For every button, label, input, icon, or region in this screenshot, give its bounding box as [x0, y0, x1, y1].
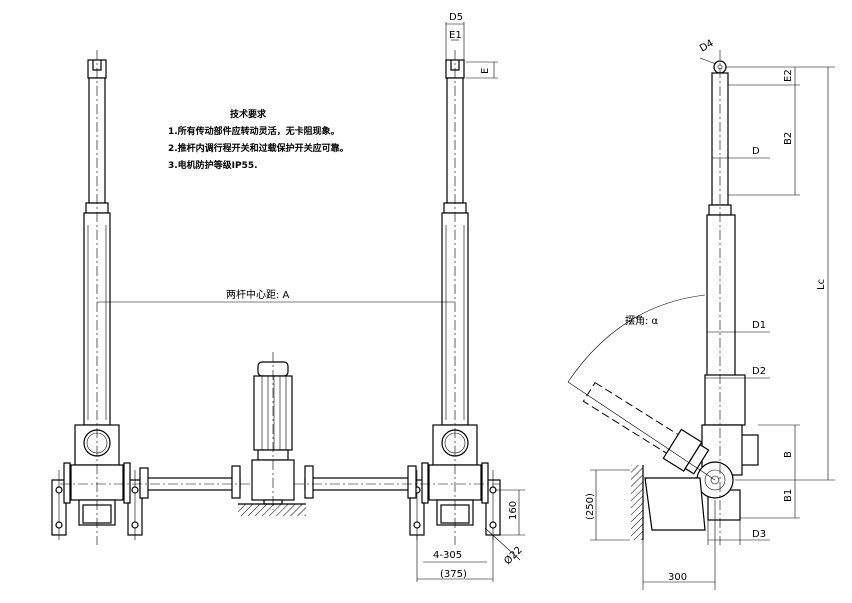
dim-4-305: 4-305: [433, 550, 462, 561]
dim-250: (250): [585, 493, 596, 520]
left-actuator: [51, 49, 143, 546]
dim-e: E: [480, 68, 491, 74]
dim-lc: Lc: [816, 279, 827, 290]
dim-300: 300: [668, 572, 687, 583]
drive-shafts: [60, 465, 500, 499]
top-dimensions: D5 E1 E: [445, 12, 498, 79]
swing-angle-label: 摆角: α: [625, 314, 659, 327]
technical-requirements: 技术要求 1.所有传动部件应转动灵活，无卡阻现象。 2.推杆内调行程开关和过载保…: [168, 108, 349, 171]
dim-375: (375): [440, 569, 467, 580]
dim-b1: B1: [783, 489, 794, 502]
dim-d4: D4: [698, 38, 716, 55]
dim-d: D: [752, 146, 760, 157]
dim-d1: D1: [752, 320, 766, 331]
side-view: 摆角: α: [567, 50, 759, 545]
dim-phi22: Ø22: [502, 544, 525, 567]
dim-b2: B2: [783, 132, 794, 145]
note-3: 3.电机防护等级IP55.: [168, 159, 258, 171]
dim-b: B: [783, 451, 794, 458]
right-actuator: [409, 49, 501, 546]
dim-160: 160: [508, 501, 519, 520]
dim-d3: D3: [752, 529, 766, 540]
dim-e1: E1: [449, 30, 462, 41]
center-distance-label: 两杆中心距: A: [226, 288, 290, 301]
note-2: 2.推杆内调行程开关和过载保护开关应可靠。: [168, 142, 349, 154]
motor: [238, 352, 306, 516]
dim-d2: D2: [752, 366, 766, 377]
notes-title: 技术要求: [230, 108, 267, 120]
dim-e2: E2: [783, 69, 794, 82]
dim-d5: D5: [449, 12, 463, 23]
note-1: 1.所有传动部件应转动灵活，无卡阻现象。: [168, 125, 340, 137]
